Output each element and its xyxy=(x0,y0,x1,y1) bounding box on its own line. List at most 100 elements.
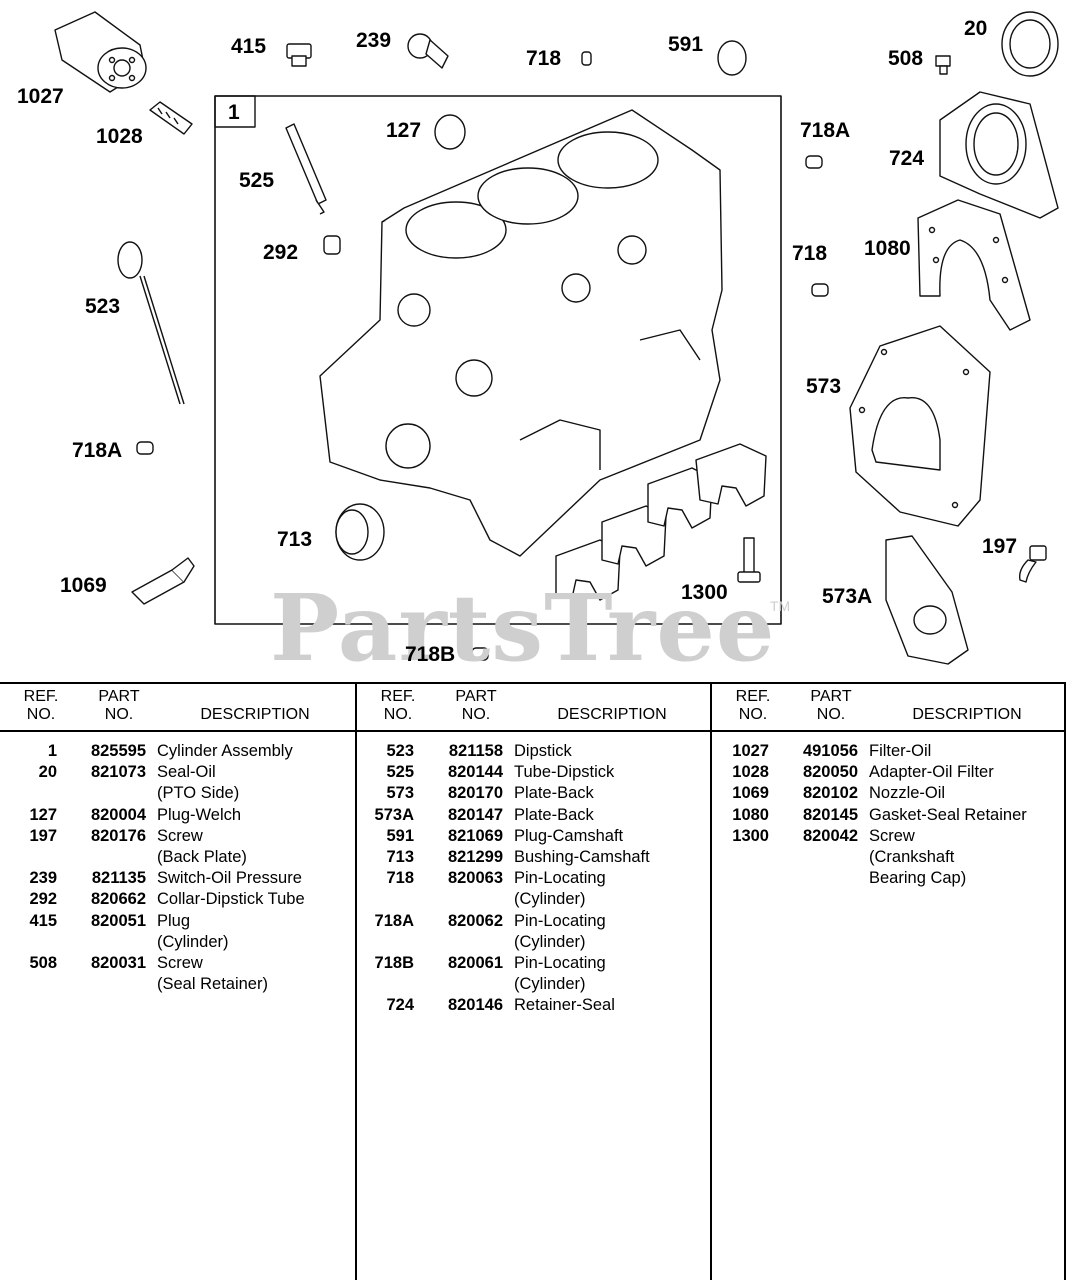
callout-523: 523 xyxy=(85,295,121,318)
callout-573: 573 xyxy=(806,375,842,398)
part-description: Plate-Back xyxy=(514,805,594,824)
part-description: Dipstick xyxy=(514,742,572,760)
part-number: 825595 xyxy=(90,742,146,760)
back-plate-icon xyxy=(849,325,991,527)
part-description: (Cylinder) xyxy=(514,932,586,951)
part-description: Cylinder Assembly xyxy=(157,742,293,760)
ref-number: 415 xyxy=(29,911,57,930)
ref-number: 1027 xyxy=(732,742,769,760)
plug-icon xyxy=(286,43,312,67)
locating-pin-icon xyxy=(811,283,829,297)
part-number: 820147 xyxy=(447,805,503,824)
part-description: Collar-Dipstick Tube xyxy=(157,890,305,909)
callout-718A-left: 718A xyxy=(72,439,123,462)
part-number: 821158 xyxy=(448,742,503,760)
header-description: DESCRIPTION xyxy=(912,706,1022,723)
oil-filter-icon xyxy=(54,11,147,93)
callout-573A: 573A xyxy=(822,585,873,608)
assembly-frame-tag xyxy=(214,95,256,128)
ref-number: 591 xyxy=(386,826,414,845)
part-description: Retainer-Seal xyxy=(514,996,615,1015)
header-description: DESCRIPTION xyxy=(557,706,667,723)
assembly-frame xyxy=(214,95,782,625)
table-row: (Crankshaft xyxy=(712,848,1066,869)
part-number: 491056 xyxy=(802,742,858,760)
part-number: 820176 xyxy=(90,826,146,845)
part-description: (Back Plate) xyxy=(157,847,247,866)
exploded-parts-diagram: PartsTree TM 1027 1028 415 239 718 591 5… xyxy=(17,11,1059,674)
ref-number: 1300 xyxy=(732,826,769,845)
ref-number: 573 xyxy=(386,784,414,803)
dipstick-collar-icon xyxy=(323,235,341,255)
ref-number: 525 xyxy=(386,763,414,782)
part-description: Pin-Locating xyxy=(514,869,606,888)
watermark-trademark: TM xyxy=(770,598,791,614)
ref-number: 127 xyxy=(29,805,57,824)
part-number: 820145 xyxy=(802,805,858,824)
part-description: Seal-Oil xyxy=(157,763,216,782)
callout-1300: 1300 xyxy=(681,581,728,604)
part-number: 820144 xyxy=(447,763,503,782)
part-number: 820061 xyxy=(447,953,503,972)
ref-number: 718A xyxy=(374,911,414,930)
part-number: 820170 xyxy=(447,784,503,803)
part-description: Pin-Locating xyxy=(514,911,606,930)
header-ref: REF. xyxy=(23,688,59,705)
header-ref-no: NO. xyxy=(26,706,56,723)
ref-number: 523 xyxy=(386,742,414,760)
oil-filter-adapter-icon xyxy=(149,101,193,135)
part-number: 820004 xyxy=(90,805,146,824)
part-number: 820042 xyxy=(802,826,858,845)
callout-239: 239 xyxy=(356,29,392,52)
callout-718-right: 718 xyxy=(792,242,828,265)
part-description: Filter-Oil xyxy=(869,742,932,760)
callout-292: 292 xyxy=(263,241,299,264)
ref-number: 573A xyxy=(374,805,414,824)
header-part-no: NO. xyxy=(461,706,491,723)
table-row: Bearing Cap) xyxy=(712,869,1066,890)
part-number: 821069 xyxy=(447,826,503,845)
table-row: (Seal Retainer) xyxy=(0,975,355,996)
part-description: (Crankshaft xyxy=(869,847,955,866)
table-row: 523 821158 Dipstick xyxy=(357,742,712,763)
table-row: (Cylinder) xyxy=(357,890,712,911)
cylinder-block-icon xyxy=(319,109,723,557)
part-description: Plug-Camshaft xyxy=(514,826,624,845)
header-ref: REF. xyxy=(380,688,416,705)
oil-pressure-switch-icon xyxy=(407,33,449,69)
part-description: Screw xyxy=(157,826,203,845)
part-description: (Cylinder) xyxy=(514,975,586,994)
table-row: (Cylinder) xyxy=(357,933,712,954)
callout-591: 591 xyxy=(668,33,704,56)
table-row: 573 820170 Plate-Back xyxy=(357,784,712,805)
part-description: Plate-Back xyxy=(514,784,594,803)
part-number: 820063 xyxy=(447,869,503,888)
part-description: Gasket-Seal Retainer xyxy=(869,805,1027,824)
part-description: Screw xyxy=(157,953,203,972)
callout-20: 20 xyxy=(964,17,988,40)
callout-415: 415 xyxy=(231,35,267,58)
callout-1028: 1028 xyxy=(96,125,143,148)
locating-pin-icon xyxy=(581,51,592,66)
table-row: (PTO Side) xyxy=(0,784,355,805)
part-description: Bushing-Camshaft xyxy=(514,847,650,866)
part-number: 820662 xyxy=(90,890,146,909)
